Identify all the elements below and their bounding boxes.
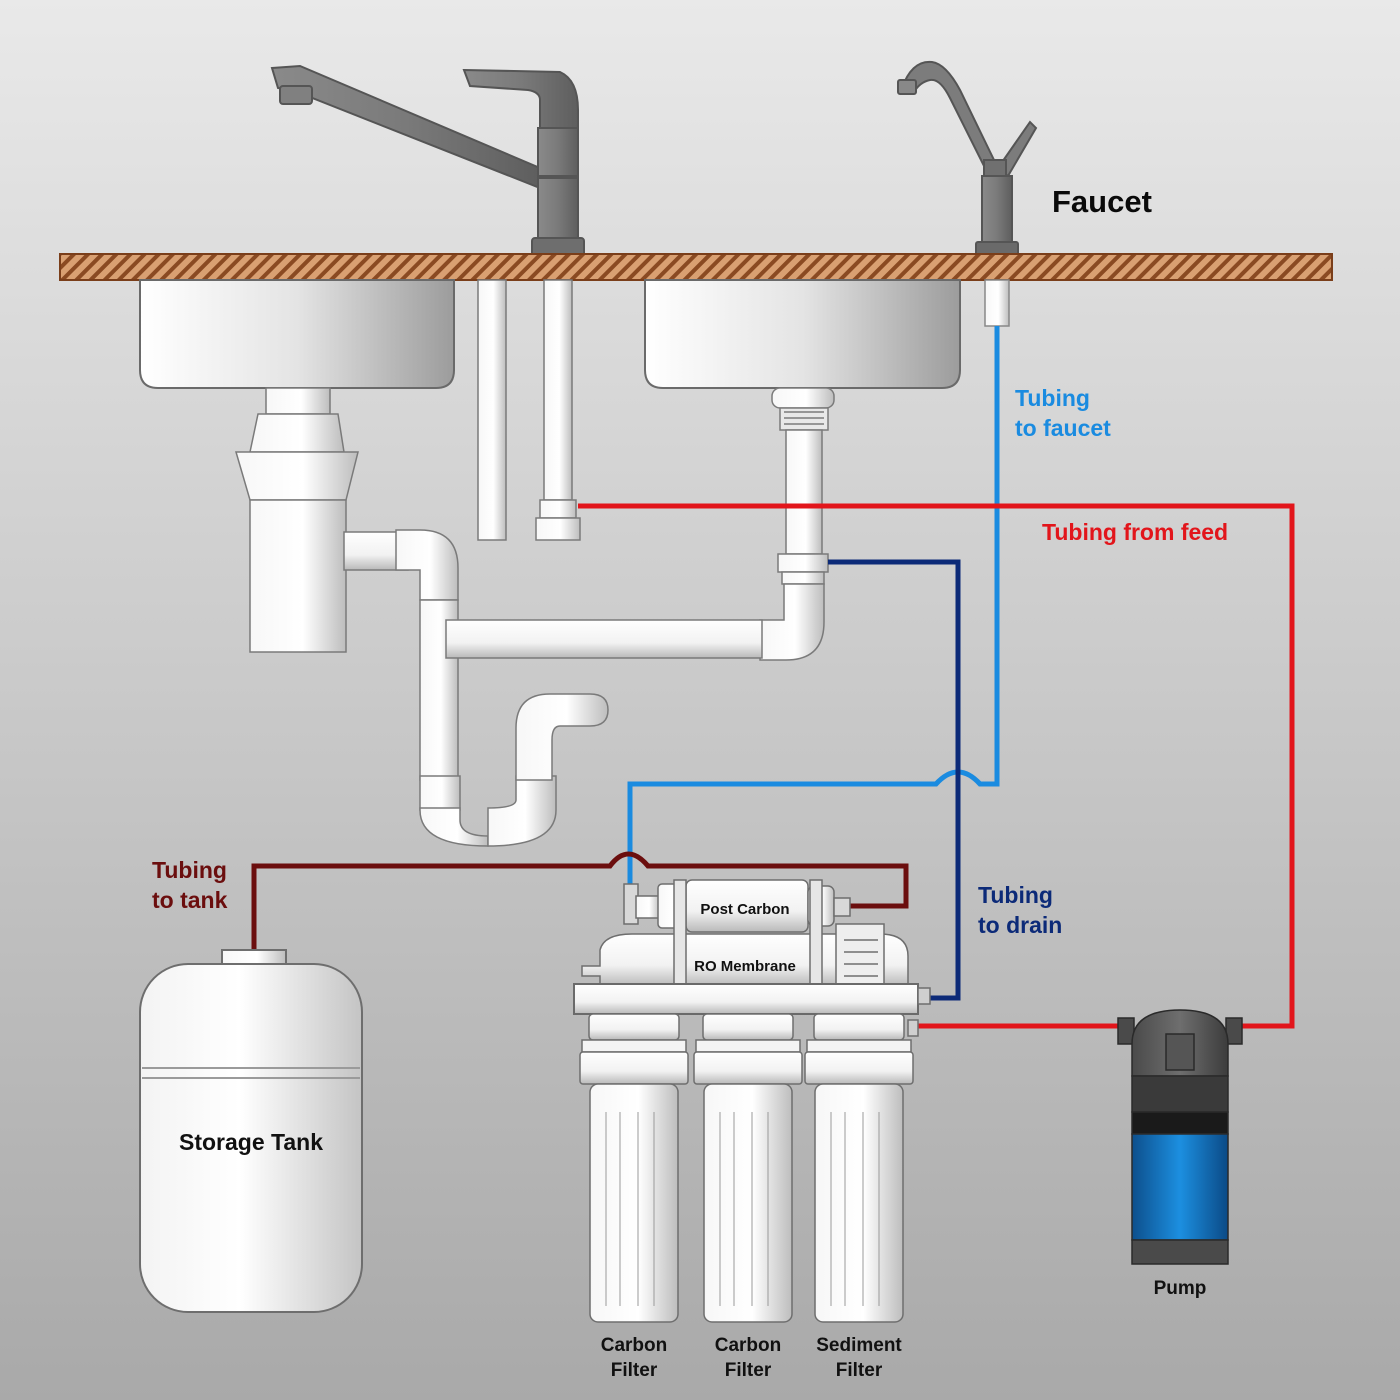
tubing-to-faucet-label-1: Tubing [1015,385,1090,411]
post-carbon-label: Post Carbon [700,901,789,918]
tubing-to-drain-label-1: Tubing [978,882,1053,908]
filter-label-3-line-2: Filter [836,1360,883,1381]
countertop [59,253,1333,281]
tubing-to-tank-label-2: to tank [152,887,228,913]
filter-label-3-line-1: Sediment [816,1335,902,1356]
filter-housings [579,1013,914,1323]
filter-label-2-line-2: Filter [725,1360,772,1381]
tubing-to-drain-label-2: to drain [978,912,1062,938]
ro-unit [573,879,931,1037]
right-drain-assembly [445,387,835,661]
faucet-label: Faucet [1052,184,1152,219]
ro-faucet-stem [984,279,1010,327]
tubing-from-feed-label: Tubing from feed [1042,519,1228,545]
tubing-to-tank-label-1: Tubing [152,857,227,883]
filter-label-1-line-2: Filter [611,1360,658,1381]
ro-membrane-label: RO Membrane [694,958,796,975]
supply-lines [477,279,581,541]
filter-housing [804,1013,914,1323]
kitchen-faucet [270,64,585,257]
filter-label-2-line-1: Carbon [715,1335,782,1356]
p-trap [419,693,609,847]
tubing-from-feed-line [578,503,1295,1029]
left-sink-basin [139,279,455,389]
filter-housing [693,1013,803,1323]
tubing-to-drain-line [828,559,961,1001]
left-drain-assembly [235,387,459,781]
tubing-to-faucet-label-2: to faucet [1015,415,1111,441]
storage-tank [139,949,363,1313]
ro-faucet [897,60,1038,257]
tubing-to-tank-line [251,851,909,950]
storage-tank-label: Storage Tank [179,1129,323,1155]
right-sink-basin [644,279,961,389]
filter-housing [579,1013,689,1323]
pump [1117,1009,1243,1265]
pump-label: Pump [1154,1278,1207,1299]
filter-label-1-line-1: Carbon [601,1335,668,1356]
